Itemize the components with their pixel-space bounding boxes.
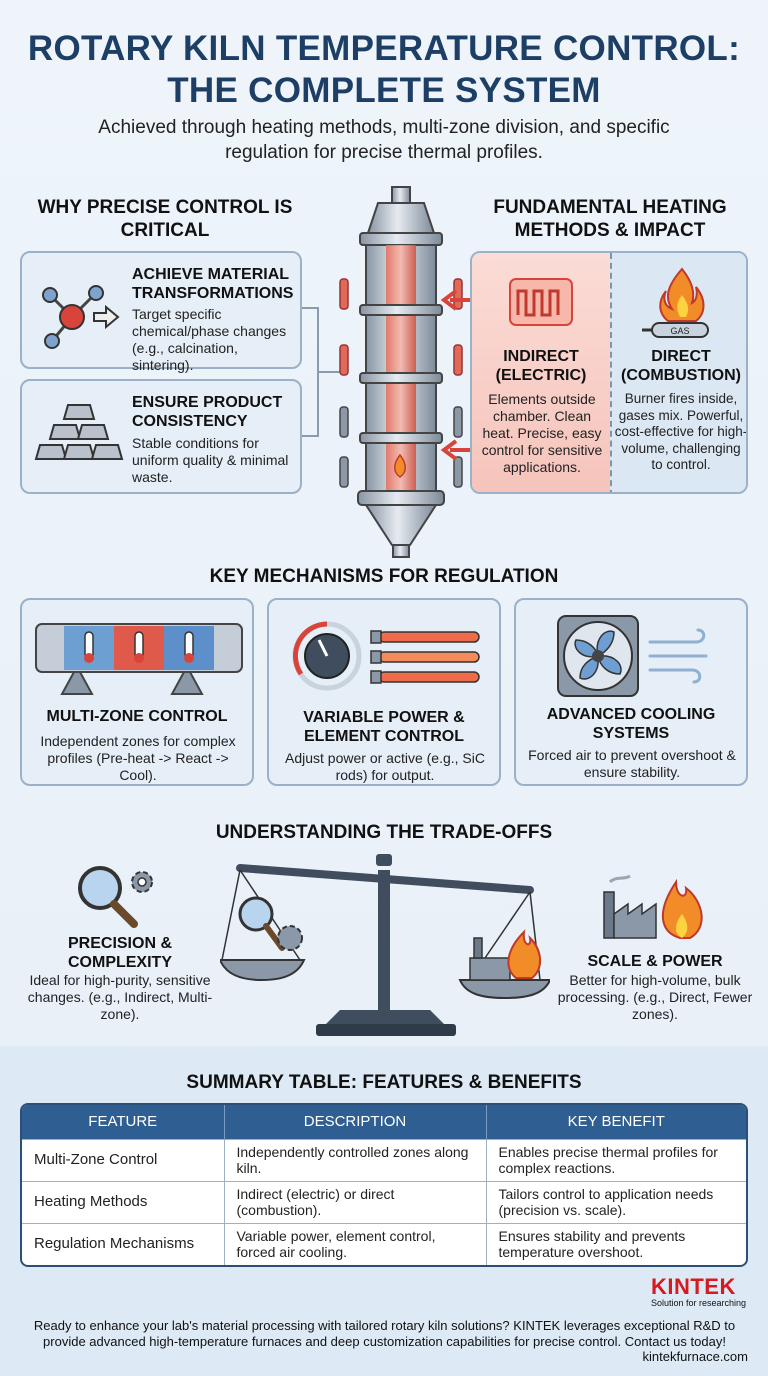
table-cell: Indirect (electric) or direct (combustio… [224,1180,487,1223]
heating-methods-card: INDIRECT (ELECTRIC) Elements outside cha… [470,251,748,494]
cooling-fan-icon [557,615,708,697]
footer-url[interactable]: kintekfurnace.com [642,1349,749,1364]
why-heading: WHY PRECISE CONTROL IS CRITICAL [37,197,293,241]
summary-table: FEATURE DESCRIPTION KEY BENEFIT Multi-Zo… [20,1103,748,1267]
precision-title: PRECISION & COMPLEXITY [67,935,172,971]
card-multi-zone: MULTI-ZONE CONTROL Independent zones for… [20,598,254,786]
card-text: Adjust power or active (e.g., SiC rods) … [285,750,485,783]
table-cell: Tailors control to application needs (pr… [486,1180,746,1223]
card-text: Independent zones for complex profiles (… [40,733,236,783]
precision-text: Ideal for high-purity, sensitive changes… [27,972,213,1022]
brand-name: KINTEK [650,1274,736,1299]
tradeoffs-heading: UNDERSTANDING THE TRADE-OFFS [215,822,553,843]
mechanisms-heading: KEY MECHANISMS FOR REGULATION [209,566,559,587]
table-cell: Ensures stability and prevents temperatu… [486,1222,746,1265]
scale-title: SCALE & POWER [587,953,723,970]
title-line-1: ROTARY KILN TEMPERATURE CONTROL: [27,29,741,68]
kintek-logo: KINTEK Solution for researching [651,1276,746,1309]
table-cell: Heating Methods [22,1180,225,1223]
balance-scale-illustration [220,854,550,1036]
table-cell: Regulation Mechanisms [22,1222,225,1265]
multi-zone-kiln-icon [35,623,243,695]
card-title: ENSURE PRODUCT CONSISTENCY [132,394,283,430]
ingots-icon [34,404,124,460]
magnifier-gears-icon [78,866,153,928]
page-subtitle: Achieved through heating methods, multi-… [98,117,670,163]
rotary-kiln-illustration [339,186,463,558]
column-header: FEATURE [22,1105,225,1139]
card-text: Target specific chemical/phase changes (… [132,306,287,373]
molecule-icon [42,285,120,349]
brand-tagline: Solution for researching [650,1298,746,1308]
card-title: VARIABLE POWER & ELEMENT CONTROL [303,709,465,745]
table-row: Heating Methods Indirect (electric) or d… [22,1180,746,1223]
heating-heading: FUNDAMENTAL HEATING METHODS & IMPACT [493,197,727,241]
card-variable-power: VARIABLE POWER & ELEMENT CONTROL Adjust … [267,598,501,786]
heating-element-icon [509,278,573,326]
table-cell: Independently controlled zones along kil… [224,1138,487,1181]
footer-text: Ready to enhance your lab's material pro… [33,1318,736,1349]
indirect-title: INDIRECT (ELECTRIC) [495,348,587,384]
table-cell: Enables precise thermal profiles for com… [486,1138,746,1181]
card-title: ACHIEVE MATERIAL TRANSFORMATIONS [132,266,294,302]
gas-flame-icon: GAS [642,267,709,338]
indirect-text: Elements outside chamber. Clean heat. Pr… [481,391,603,475]
direct-title: DIRECT (COMBUSTION) [621,348,741,384]
summary-heading: SUMMARY TABLE: FEATURES & BENEFITS [186,1072,582,1093]
factory-flame-icon [603,874,703,939]
page-title: ROTARY KILN TEMPERATURE CONTROL: THE COM… [0,28,768,112]
card-text: Stable conditions for uniform quality & … [132,435,289,485]
card-cooling: ADVANCED COOLING SYSTEMS Forced air to p… [514,598,748,786]
direct-text: Burner fires inside, gases mix. Powerful… [614,391,748,472]
table-row: Regulation Mechanisms Variable power, el… [22,1222,746,1265]
scale-text: Better for high-volume, bulk processing.… [557,972,753,1022]
column-header: KEY BENEFIT [486,1105,746,1139]
table-row: Multi-Zone Control Independently control… [22,1138,746,1181]
card-title: MULTI-ZONE CONTROL [46,708,228,725]
table-cell: Variable power, element control, forced … [224,1222,487,1265]
card-title: ADVANCED COOLING SYSTEMS [546,706,716,742]
card-material-transformations: ACHIEVE MATERIAL TRANSFORMATIONS Target … [20,251,302,373]
column-header: DESCRIPTION [224,1105,487,1139]
table-cell: Multi-Zone Control [22,1138,225,1181]
card-text: Forced air to prevent overshoot & ensure… [528,747,736,780]
card-product-consistency: ENSURE PRODUCT CONSISTENCY Stable condit… [20,379,302,494]
power-dial-icon [292,621,480,691]
table-header-row: FEATURE DESCRIPTION KEY BENEFIT [22,1105,746,1139]
title-line-2: THE COMPLETE SYSTEM [167,71,601,110]
gas-label: GAS [670,326,689,336]
